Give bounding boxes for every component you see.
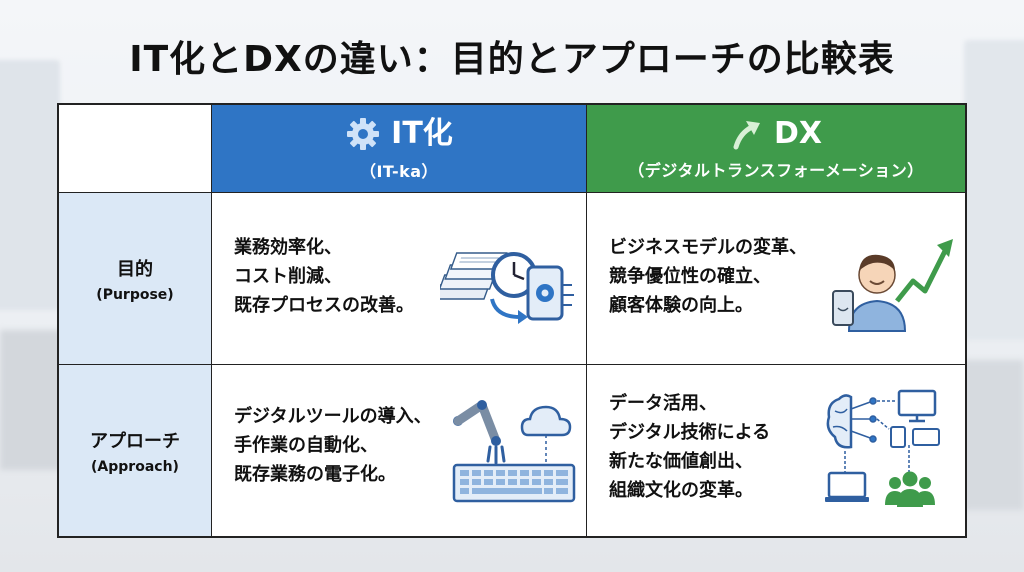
documents-clock-gear-illustration <box>440 252 574 324</box>
keyboard-icon <box>452 463 576 503</box>
brain-icon <box>826 394 853 449</box>
network-lines <box>844 397 910 479</box>
comparison-table: IT化 （IT-ka） DX （デジタルトランスフォーメーション） 目的 (Pu… <box>57 103 967 538</box>
cell-it-approach: デジタルツールの導入、 手作業の自動化、 既存業務の電子化。 <box>212 365 587 536</box>
smartphone-icon <box>832 290 854 326</box>
text-line: 手作業の自動化、 <box>234 435 378 456</box>
text-line: データ活用、 <box>609 393 717 414</box>
up-arrow-icon <box>733 120 760 149</box>
team-icon <box>885 471 935 507</box>
row-subtitle-approach: (Approach) <box>91 458 179 475</box>
cell-dx-approach: データ活用、 デジタル技術による 新たな価値創出、 組織文化の変革。 <box>587 365 965 536</box>
column-subtitle-it: （IT-ka） <box>359 161 439 181</box>
cell-dx-purpose: ビジネスモデルの変革、 競争優位性の確立、 顧客体験の向上。 <box>587 193 965 365</box>
text-line: デジタルツールの導入、 <box>234 406 432 427</box>
corner-cell <box>59 105 212 193</box>
text-line: コスト削減、 <box>234 266 342 287</box>
column-title-it: IT化 <box>391 115 453 151</box>
row-title-purpose: 目的 <box>117 258 153 280</box>
background-window <box>964 40 1024 340</box>
text-line: 既存業務の電子化。 <box>234 464 396 485</box>
cell-it-purpose: 業務効率化、 コスト削減、 既存プロセスの改善。 <box>212 193 587 365</box>
devices-icon <box>890 426 940 448</box>
cell-text: ビジネスモデルの変革、 競争優位性の確立、 顧客体験の向上。 <box>609 233 807 320</box>
column-subtitle-dx: （デジタルトランスフォーメーション） <box>628 160 924 180</box>
text-line: 組織文化の変革。 <box>609 480 753 501</box>
row-title-approach: アプローチ <box>90 430 180 452</box>
robot-arm-keyboard-cloud-illustration <box>452 400 576 503</box>
text-line: 既存プロセスの改善。 <box>234 295 414 316</box>
row-header-approach: アプローチ (Approach) <box>59 365 212 536</box>
curved-arrow-icon <box>490 298 528 324</box>
cell-text: 業務効率化、 コスト削減、 既存プロセスの改善。 <box>234 233 414 320</box>
robot-arm-icon <box>453 400 506 465</box>
text-line: 顧客体験の向上。 <box>609 295 753 316</box>
data-network-illustration <box>825 389 940 507</box>
tablet-gear-icon <box>526 265 574 321</box>
column-header-it: IT化 （IT-ka） <box>212 105 587 193</box>
background-desk <box>964 360 1024 510</box>
column-header-dx: DX （デジタルトランスフォーメーション） <box>587 105 965 193</box>
column-title-dx: DX <box>773 115 823 151</box>
text-line: 新たな価値創出、 <box>609 451 753 472</box>
cell-text: データ活用、 デジタル技術による 新たな価値創出、 組織文化の変革。 <box>609 389 770 505</box>
row-subtitle-purpose: (Purpose) <box>96 286 174 303</box>
row-header-purpose: 目的 (Purpose) <box>59 193 212 365</box>
laptop-icon <box>825 471 869 502</box>
person-icon <box>847 254 907 332</box>
cell-text: デジタルツールの導入、 手作業の自動化、 既存業務の電子化。 <box>234 402 432 489</box>
page-title: IT化とDXの違い：目的とアプローチの比較表 <box>129 39 895 80</box>
monitor-icon <box>897 389 937 423</box>
text-line: デジタル技術による <box>609 422 771 443</box>
gear-icon <box>347 117 380 150</box>
text-line: 業務効率化、 <box>234 237 342 258</box>
business-person-growth-illustration <box>832 239 953 332</box>
text-line: 競争優位性の確立、 <box>609 266 771 287</box>
cloud-icon <box>520 405 572 469</box>
background-window <box>0 60 60 310</box>
growth-arrow-icon <box>895 239 953 303</box>
text-line: ビジネスモデルの変革、 <box>609 237 807 258</box>
